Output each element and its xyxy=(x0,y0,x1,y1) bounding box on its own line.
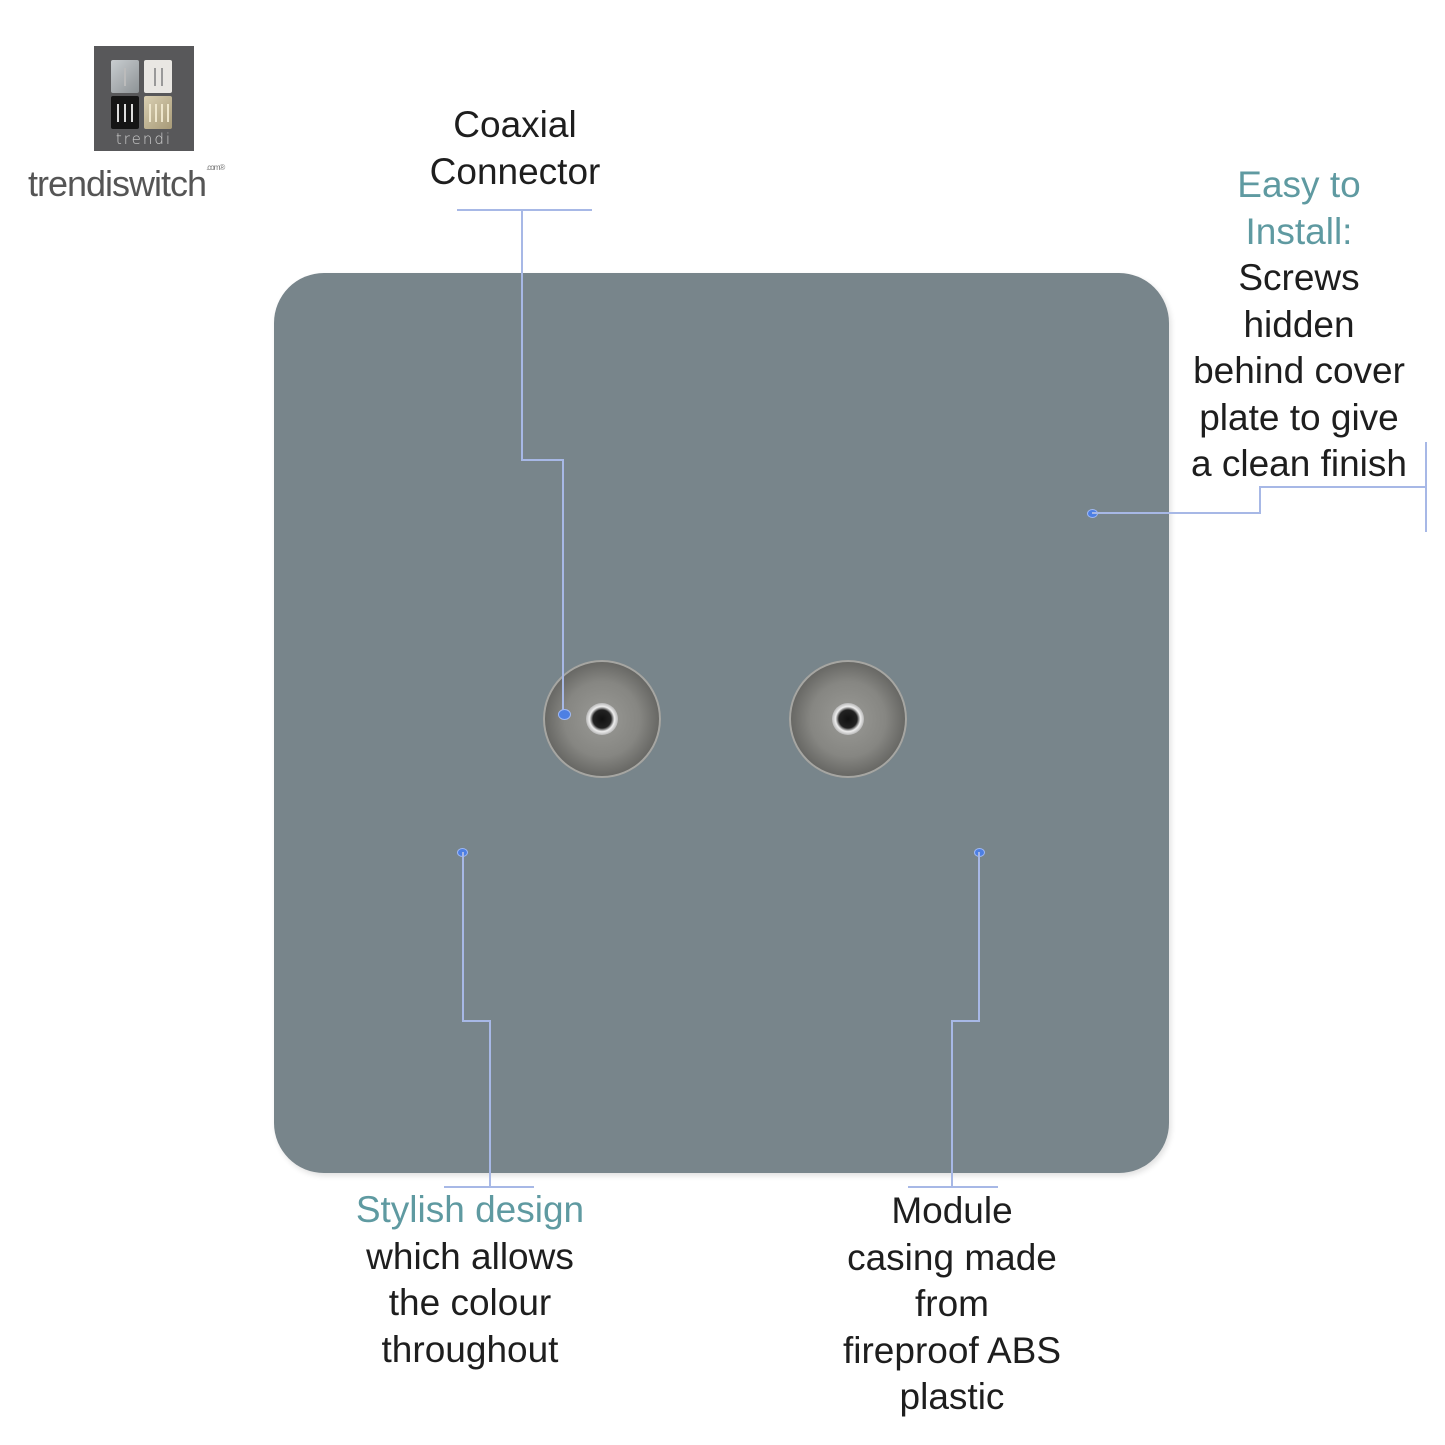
leader-line xyxy=(1425,442,1427,532)
callout-line: hidden xyxy=(1243,303,1355,345)
callout-module-casing: Module casing made from fireproof ABS pl… xyxy=(812,1188,1092,1421)
callout-line: Module xyxy=(891,1190,1013,1231)
leader-line xyxy=(457,209,592,211)
callout-line: behind cover xyxy=(1193,350,1405,391)
wordmark-suffix: .com® xyxy=(206,163,225,172)
callout-line: from xyxy=(915,1283,989,1324)
callout-line: a clean finish xyxy=(1191,443,1407,484)
leader-line xyxy=(462,852,464,1022)
coaxial-pin-icon xyxy=(832,703,864,735)
callout-line: throughout xyxy=(381,1328,559,1370)
coaxial-pin-icon xyxy=(586,703,618,735)
logo-text: trendi xyxy=(115,130,173,148)
callout-line: Coaxial xyxy=(453,104,577,145)
callout-line: the colour xyxy=(388,1282,552,1323)
callout-line: fireproof ABS xyxy=(842,1329,1061,1371)
leader-line xyxy=(489,1020,491,1188)
leader-line xyxy=(562,459,564,713)
brand-logo: trendi xyxy=(94,46,194,151)
logo-tile-black xyxy=(111,96,139,129)
callout-line: casing made xyxy=(847,1236,1057,1278)
leader-line xyxy=(521,459,564,461)
callout-line: plastic xyxy=(899,1376,1005,1417)
brand-wordmark: trendiswitch.com® xyxy=(28,163,225,205)
switch-plate xyxy=(274,273,1169,1173)
logo-tile-gold xyxy=(144,96,172,129)
leader-line xyxy=(978,852,980,1022)
leader-line xyxy=(521,210,523,460)
leader-line xyxy=(1259,486,1426,488)
logo-tile-silver xyxy=(111,60,139,93)
coaxial-socket-right xyxy=(789,660,907,778)
logo-tile-white xyxy=(144,60,172,93)
callout-line: which allows xyxy=(366,1235,574,1277)
leader-line xyxy=(462,1020,490,1022)
leader-line xyxy=(908,1186,998,1188)
callout-heading: Stylish design xyxy=(355,1189,585,1230)
callout-line: Screws xyxy=(1238,257,1360,298)
callout-heading: Easy to xyxy=(1237,164,1361,205)
wordmark-text: trendiswitch xyxy=(28,163,207,204)
callout-easy-install: Easy to Install: Screws hidden behind co… xyxy=(1165,162,1433,488)
leader-line xyxy=(1092,512,1261,514)
leader-line xyxy=(951,1020,980,1022)
callout-line: Connector xyxy=(429,150,601,192)
leader-line xyxy=(444,1186,534,1188)
callout-heading: Install: xyxy=(1245,210,1353,252)
leader-line xyxy=(951,1020,953,1188)
leader-dot-icon xyxy=(558,709,571,720)
callout-stylish-design: Stylish design which allows the colour t… xyxy=(330,1187,610,1373)
callout-coaxial-connector: Coaxial Connector xyxy=(395,102,635,195)
leader-line xyxy=(1259,487,1261,514)
callout-line: plate to give xyxy=(1199,396,1399,438)
